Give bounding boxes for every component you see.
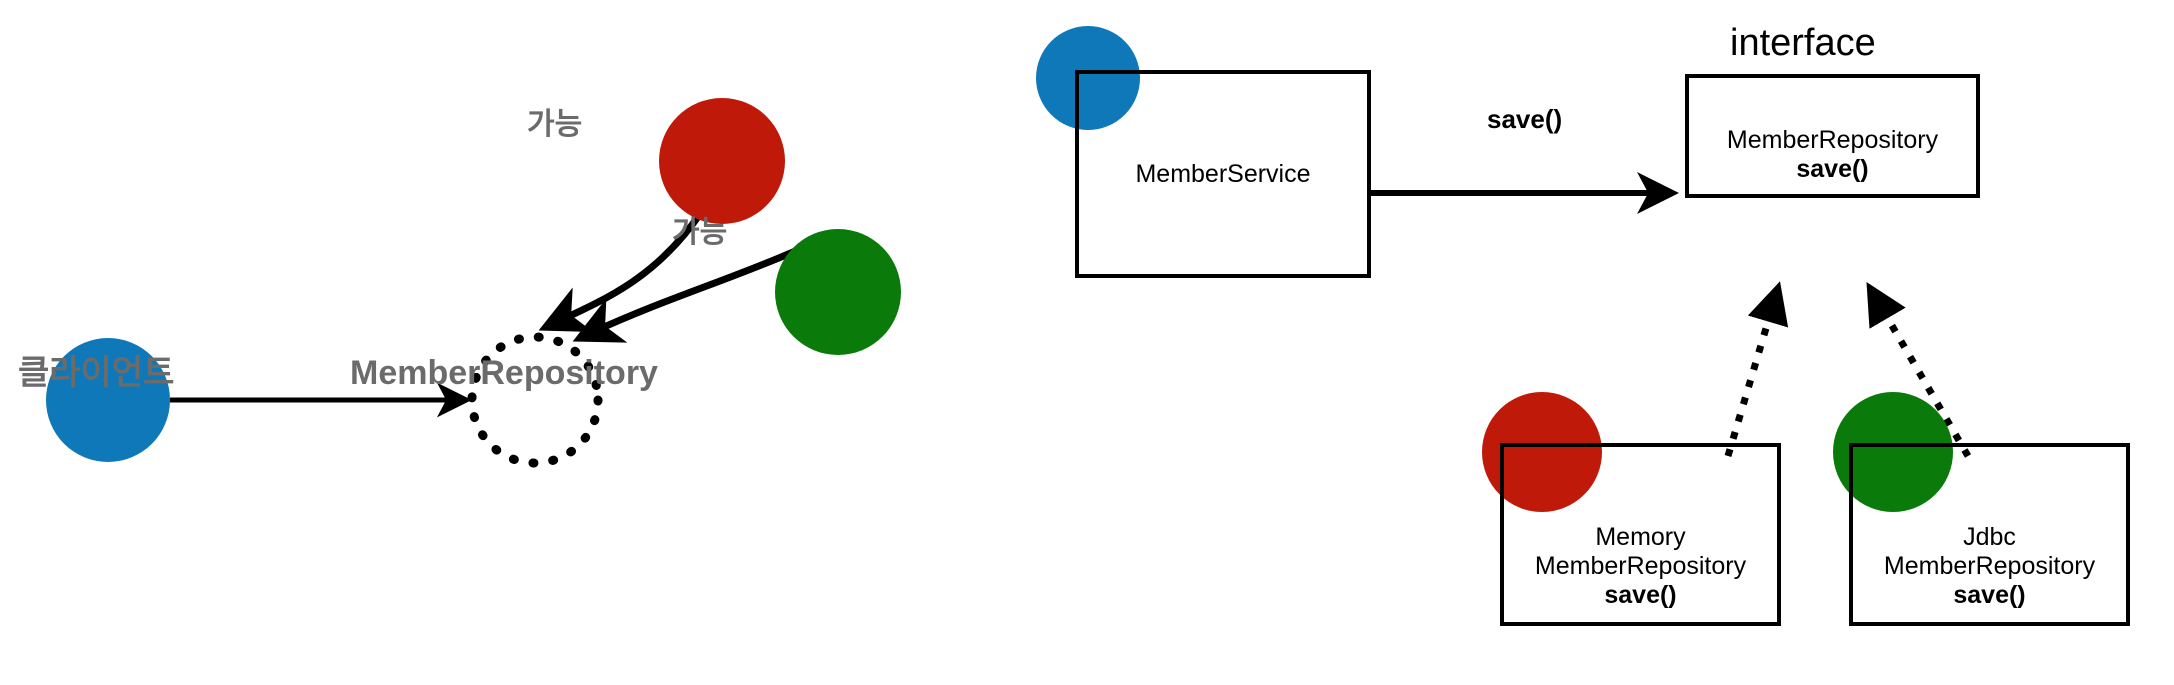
uml-box-line-method: save() — [1796, 155, 1869, 183]
edge-label-possible-1: 가능 — [527, 108, 583, 141]
uml-box-memory-member-repository[interactable]: Memory MemberRepository save() — [1500, 443, 1781, 626]
interface-caption: interface — [1730, 22, 1876, 64]
client-node-label: 클라이언트 — [18, 354, 175, 392]
red-circle-icon — [1482, 392, 1602, 512]
edge-label-save: save() — [1487, 104, 1563, 134]
uml-box-line: MemberRepository — [1883, 552, 2096, 580]
green-circle-icon — [775, 229, 901, 355]
uml-box-line: MemberService — [1135, 159, 1311, 188]
dotted-circle-icon — [467, 332, 603, 468]
uml-box-line: MemberRepository — [1534, 552, 1747, 580]
uml-box-line-method: save() — [1953, 581, 2026, 609]
uml-box-jdbc-member-repository[interactable]: Jdbc MemberRepository save() — [1849, 443, 2130, 626]
edge-jdbc-impl-to-interface — [1866, 281, 1972, 458]
uml-box-member-service[interactable]: MemberService — [1075, 70, 1371, 278]
uml-box-line: Jdbc — [1963, 523, 2016, 551]
edge-red-impl-to-role — [538, 211, 703, 332]
uml-box-line: MemberRepository — [1726, 126, 1939, 154]
edge-memory-impl-to-interface — [1724, 281, 1789, 457]
red-circle-icon — [659, 98, 785, 224]
role-node-label: MemberRepository — [350, 354, 658, 392]
edge-label-possible-2: 가능 — [672, 216, 728, 249]
blue-circle-icon — [1036, 26, 1140, 130]
green-circle-icon — [1833, 392, 1953, 512]
uml-box-member-repository-interface[interactable]: MemberRepository save() — [1685, 74, 1980, 198]
uml-box-line: Memory — [1595, 523, 1686, 551]
uml-box-line-method: save() — [1604, 581, 1677, 609]
blue-circle-icon — [46, 338, 170, 462]
edge-green-impl-to-role — [572, 245, 802, 343]
